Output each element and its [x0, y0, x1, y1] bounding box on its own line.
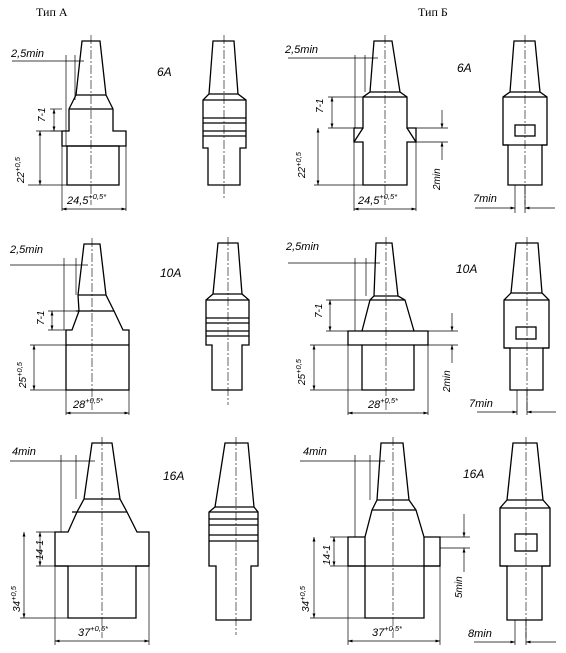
- svg-text:24,5+0,5*: 24,5+0,5*: [357, 192, 398, 207]
- rating-10a-b: 10А: [456, 262, 477, 276]
- type-a-16a-front-view: 4min 14-1 34+0,5 37+0,5*: [9, 437, 150, 645]
- dim-8min-b3: 8min: [468, 628, 492, 640]
- svg-text:28+0,5*: 28+0,5*: [367, 396, 399, 411]
- dim-2min-b1: 2min: [432, 168, 443, 191]
- header-type-b: Тип Б: [418, 5, 448, 19]
- svg-text:37+0,5*: 37+0,5*: [78, 624, 109, 639]
- dim-tol-b1: +0,5: [294, 151, 303, 167]
- dim-tol-b2: +0,5: [294, 358, 303, 374]
- dim-tol-a3: +0,5: [9, 585, 18, 601]
- svg-text:34+0,5: 34+0,5: [298, 585, 312, 612]
- svg-text:22+0,5: 22+0,5: [13, 156, 27, 184]
- svg-text:28+0,5*: 28+0,5*: [72, 396, 104, 411]
- dim-22-a1: 22: [16, 171, 27, 184]
- type-a-10a-front-view: 2,5min 7-1 25+0,5 28+0,5*: [9, 238, 130, 415]
- type-a-10a-side-view: [205, 237, 250, 405]
- dim-5min-b3: 5min: [454, 576, 465, 598]
- dim-24-5-a1: 24,5: [66, 195, 89, 207]
- dim-24-5-b1: 24,5: [357, 195, 380, 207]
- dim-14-1-a3: 14-1: [35, 540, 46, 560]
- svg-text:34+0,5: 34+0,5: [9, 585, 23, 612]
- dim-37-b3: 37: [372, 627, 385, 639]
- dim-7min-b1: 7min: [473, 193, 497, 205]
- dim-22-b1: 22: [297, 166, 308, 179]
- dim-tol-star-b1: +0,5*: [379, 192, 398, 201]
- svg-text:37+0,5*: 37+0,5*: [372, 624, 403, 639]
- type-a-16a-side-view: [208, 437, 259, 635]
- dim-25-a2: 25: [18, 376, 29, 389]
- dim-28-a2: 28: [72, 399, 86, 411]
- type-b-16a-front-view: 4min 14-1 34+0,5 37+0,5* 5min: [298, 437, 470, 645]
- dim-34-a3: 34: [12, 600, 23, 612]
- dim-tol-star-a1: +0,5*: [88, 192, 107, 201]
- type-b-6a-front-view: 2,5min 7-1 22+0,5 24,5+0,5* 2min: [284, 35, 448, 211]
- svg-text:22+0,5: 22+0,5: [294, 151, 308, 179]
- dim-7-1-b1: 7-1: [315, 99, 326, 113]
- type-b-10a-front-view: 2,5min 7-1 25+0,5 28+0,5* 2min: [285, 237, 458, 415]
- type-a-6a-side-view: [202, 35, 247, 200]
- dim-7-1-a1: 7-1: [37, 108, 48, 122]
- dim-tol-star-a2: +0,5*: [85, 396, 104, 405]
- svg-text:24,5+0,5*: 24,5+0,5*: [66, 192, 107, 207]
- dim-tol-star-b2: +0,5*: [380, 396, 399, 405]
- dim-tol-b3: +0,5: [298, 585, 307, 601]
- dim-34-b3: 34: [301, 600, 312, 612]
- rating-6a-a: 6А: [157, 65, 172, 79]
- dim-4min-a3: 4min: [12, 446, 36, 458]
- dim-7-1-b2: 7-1: [314, 304, 325, 318]
- dim-37-a3: 37: [78, 627, 91, 639]
- type-a-6a-front-view: 2,5min 7-1 22+0,5 24,5+0,5*: [10, 35, 127, 211]
- dim-7min-b2: 7min: [469, 398, 493, 410]
- dim-14-1-b3: 14-1: [322, 545, 333, 565]
- dim-tol-a2: +0,5: [15, 361, 24, 377]
- dim-tol-star-a3: +0,5*: [90, 624, 109, 633]
- header-type-a: Тип А: [36, 5, 68, 19]
- svg-text:25+0,5: 25+0,5: [294, 358, 308, 386]
- dim-25-b2: 25: [297, 373, 308, 386]
- dim-2-5min-b1: 2,5min: [284, 44, 318, 56]
- dim-4min-b3: 4min: [303, 446, 327, 458]
- dim-tol-star-b3: +0,5*: [384, 624, 403, 633]
- dim-2-5min-b2: 2,5min: [285, 241, 319, 253]
- svg-text:25+0,5: 25+0,5: [15, 361, 29, 389]
- dim-2min-b2: 2min: [442, 370, 453, 393]
- dim-2-5min-a2: 2,5min: [9, 244, 43, 256]
- rating-6a-b: 6А: [457, 61, 472, 75]
- type-b-16a-side-view: 8min: [468, 437, 556, 645]
- rating-10a-a: 10А: [160, 266, 181, 280]
- rating-16a-a: 16А: [163, 469, 184, 483]
- dim-2-5min-a1: 2,5min: [10, 48, 44, 60]
- rating-16a-b: 16А: [463, 467, 484, 481]
- dim-7-1-a2: 7-1: [36, 311, 47, 325]
- dim-28-b2: 28: [367, 399, 381, 411]
- type-b-6a-side-view: 7min: [473, 35, 555, 213]
- type-b-10a-side-view: 7min: [469, 237, 556, 415]
- dim-tol-a1: +0,5: [13, 156, 22, 172]
